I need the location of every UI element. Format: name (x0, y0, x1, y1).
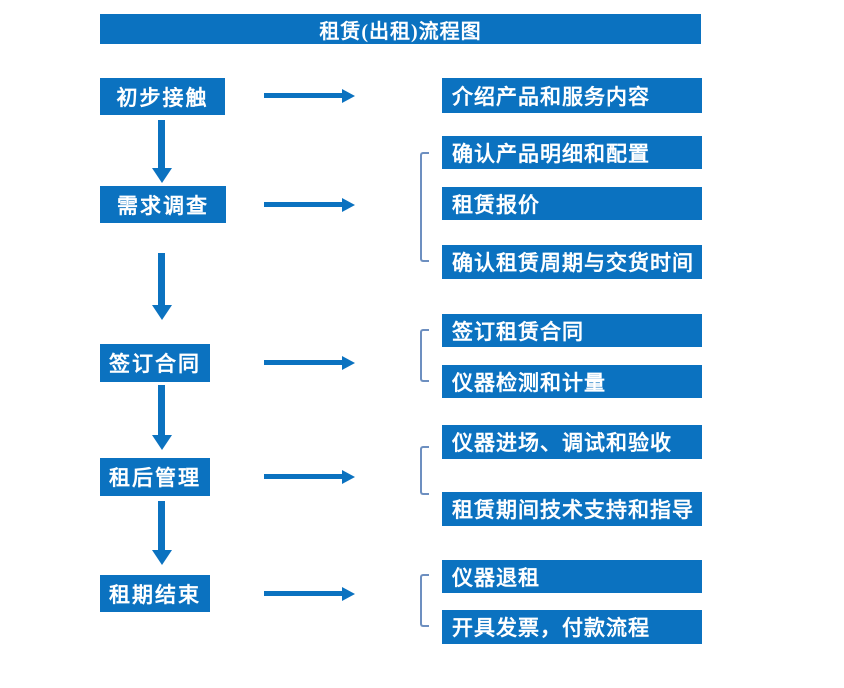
output-box-rental-quote: 租赁报价 (442, 187, 702, 220)
arrow-stem (158, 385, 165, 435)
arrow-stem (264, 474, 342, 479)
right-arrow-icon (264, 468, 355, 485)
group-bracket (420, 446, 429, 495)
output-box-technical-support: 租赁期间技术支持和指导 (442, 492, 702, 526)
stage-box-demand-survey: 需求调查 (100, 186, 226, 223)
arrow-stem (264, 591, 342, 596)
right-arrow-icon (264, 196, 355, 213)
flowchart-title: 租赁(出租)流程图 (100, 14, 701, 44)
right-arrow-icon (264, 87, 355, 104)
output-box-invoice-payment: 开具发票，付款流程 (442, 610, 702, 644)
output-box-instrument-testing: 仪器检测和计量 (442, 365, 702, 398)
group-bracket (420, 329, 429, 382)
arrow-head (342, 586, 355, 601)
output-box-introduce-products: 介绍产品和服务内容 (442, 78, 702, 113)
arrow-head (151, 305, 172, 320)
arrow-head (342, 88, 355, 103)
arrow-stem (264, 360, 342, 365)
down-arrow-icon (151, 120, 172, 183)
right-arrow-icon (264, 354, 355, 371)
arrow-head (151, 168, 172, 183)
stage-box-post-rental-management: 租后管理 (100, 458, 210, 496)
output-box-sign-rental-contract: 签订租赁合同 (442, 314, 702, 347)
down-arrow-icon (151, 385, 172, 450)
stage-box-rental-end: 租期结束 (100, 575, 210, 612)
arrow-stem (158, 120, 165, 168)
output-box-confirm-product-details: 确认产品明细和配置 (442, 136, 702, 169)
stage-box-sign-contract: 签订合同 (100, 344, 210, 382)
arrow-head (342, 355, 355, 370)
group-bracket (420, 574, 429, 627)
down-arrow-icon (151, 253, 172, 320)
arrow-stem (158, 501, 165, 550)
arrow-head (342, 469, 355, 484)
down-arrow-icon (151, 501, 172, 565)
output-box-instrument-setup: 仪器进场、调试和验收 (442, 425, 702, 459)
arrow-stem (264, 202, 342, 207)
output-box-confirm-rental-period: 确认租赁周期与交货时间 (442, 245, 702, 279)
output-box-instrument-return: 仪器退租 (442, 560, 702, 593)
right-arrow-icon (264, 585, 355, 602)
stage-box-initial-contact: 初步接触 (100, 78, 225, 115)
arrow-stem (158, 253, 165, 305)
arrow-head (151, 550, 172, 565)
arrow-head (342, 197, 355, 212)
arrow-head (151, 435, 172, 450)
group-bracket (420, 152, 429, 262)
arrow-stem (264, 93, 342, 98)
